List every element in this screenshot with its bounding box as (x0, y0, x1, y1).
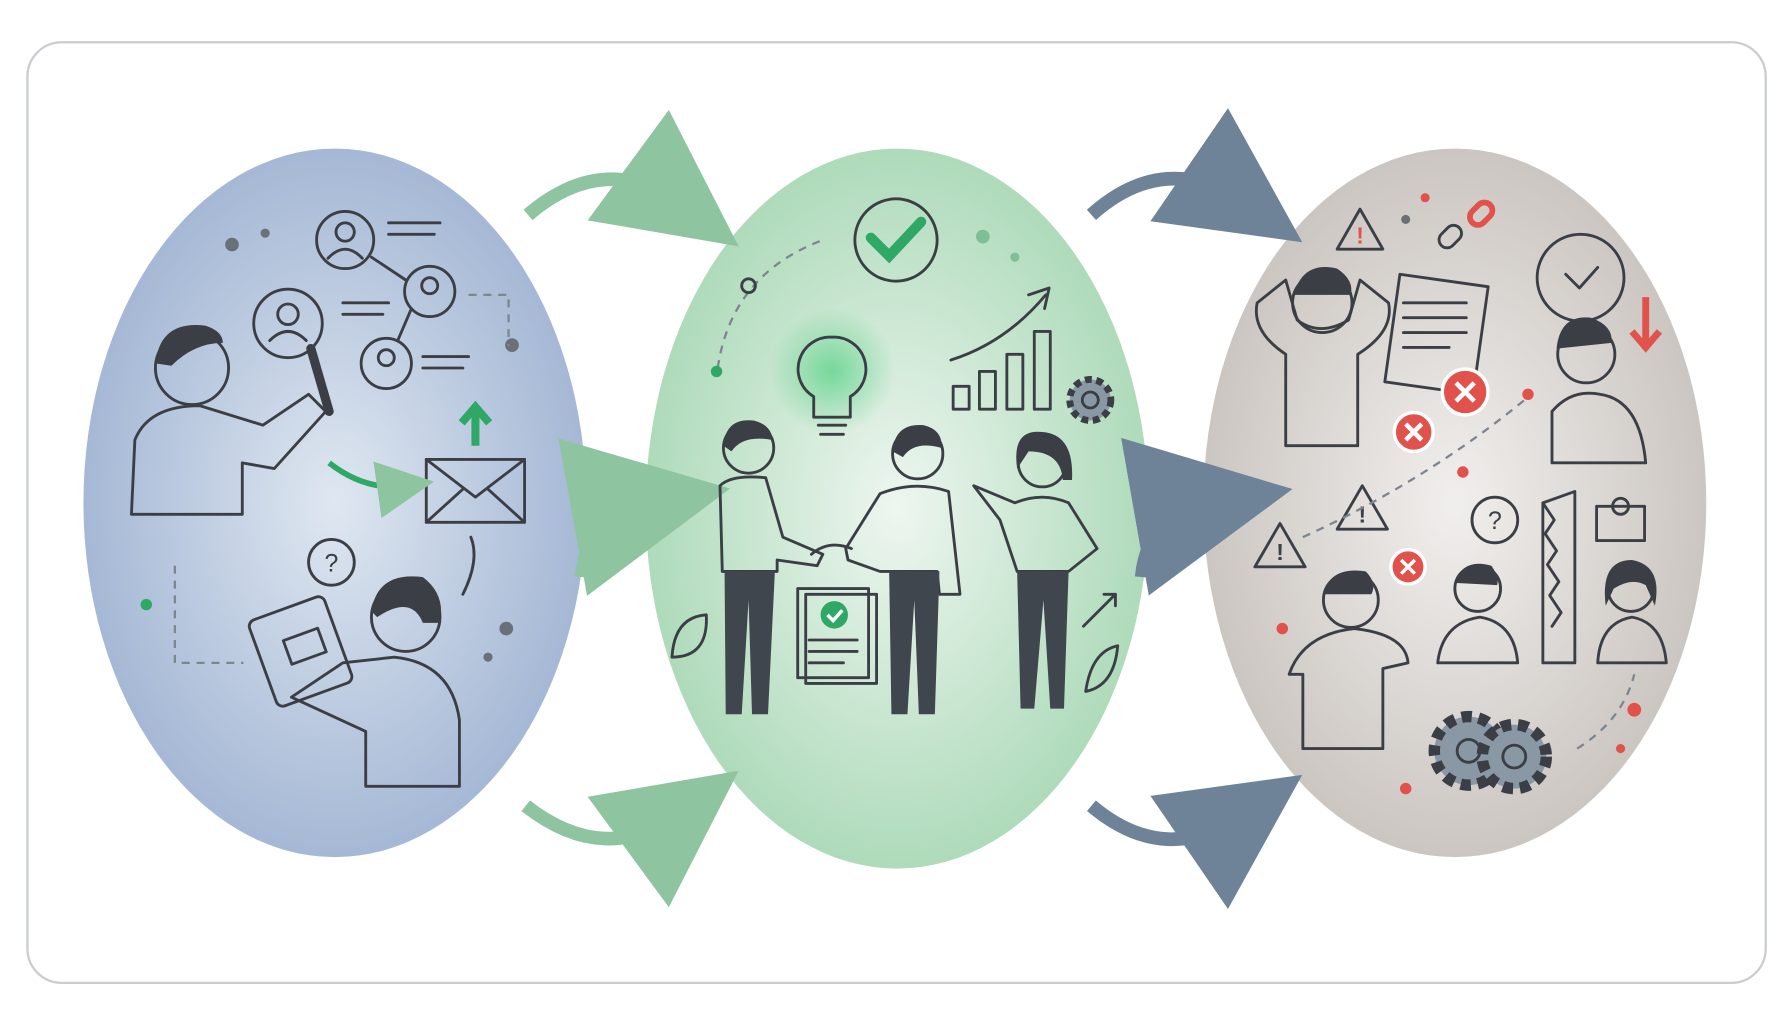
person-left (718, 420, 825, 715)
svg-text:!: ! (1276, 539, 1284, 565)
down-arrow-icon (1629, 297, 1663, 353)
tablet-icon (247, 595, 354, 708)
person-right (972, 431, 1099, 709)
envelope-icon (327, 457, 526, 524)
arrow-mid-1-icon (558, 438, 731, 596)
svg-text:?: ? (324, 549, 338, 577)
broken-wall-icon (1541, 489, 1577, 665)
person-small-2 (1596, 560, 1668, 665)
person-with-magnifier (130, 325, 328, 516)
gear-icon (1066, 376, 1115, 424)
arrow-mid-2-icon (1121, 437, 1293, 596)
growth-chart-icon (949, 286, 1052, 411)
question-icon-2: ? (1470, 495, 1520, 545)
document-icon (796, 587, 878, 685)
arrow-top-1-icon (523, 109, 739, 247)
error-icon (1389, 367, 1490, 586)
arrow-bottom-2-icon (1087, 774, 1303, 910)
lightbulb-icon (769, 308, 895, 436)
puzzle-icon (1595, 496, 1646, 542)
up-arrow-icon (458, 400, 493, 446)
question-icon: ? (307, 537, 356, 587)
warning-icon: ! ! ! (1253, 207, 1389, 569)
person-with-tablet (173, 535, 476, 788)
svg-text:?: ? (1488, 507, 1502, 535)
worried-person (1550, 317, 1648, 465)
svg-text:!: ! (1356, 222, 1364, 248)
frustrated-person (1254, 267, 1391, 448)
profile-icon (140, 210, 519, 662)
broken-gear-icon (1428, 710, 1552, 795)
leaf-icon (670, 592, 1120, 693)
svg-text:!: ! (1358, 501, 1366, 527)
checkmark-icon (853, 197, 939, 283)
magnifier-icon (252, 287, 334, 416)
arrow-top-2-icon (1086, 108, 1303, 243)
rejected-document (1383, 272, 1490, 396)
stage-outreach (83, 148, 587, 858)
arrow-bottom-1-icon (521, 770, 739, 908)
broken-link-icon (1437, 199, 1496, 250)
person-small-1 (1436, 563, 1520, 665)
stressed-person (1287, 570, 1410, 750)
person-middle (844, 424, 962, 715)
